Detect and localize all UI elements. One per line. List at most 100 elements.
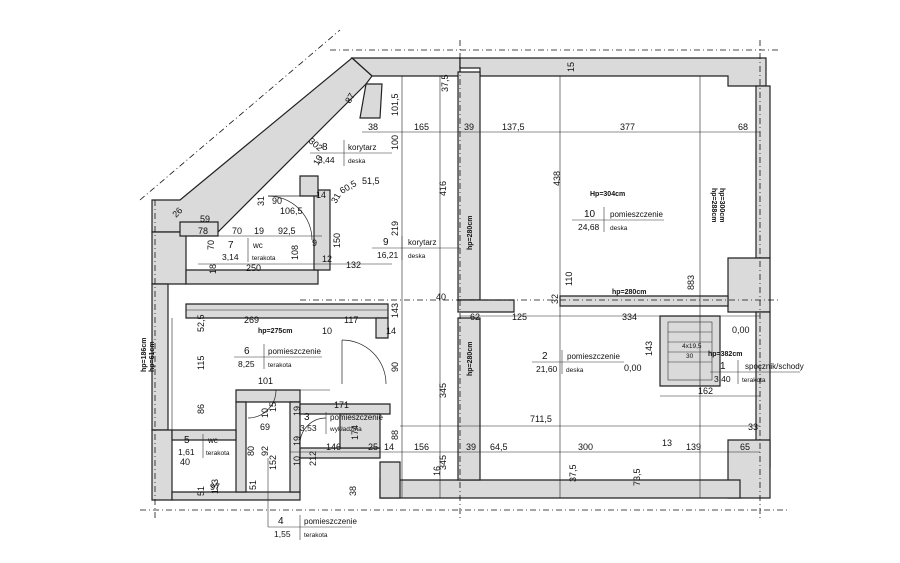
room-label-1: 1 spocznik/schody 3,40 terakota bbox=[710, 360, 804, 384]
svg-text:spocznik/schody: spocznik/schody bbox=[745, 362, 804, 371]
svg-text:1,55: 1,55 bbox=[274, 529, 291, 539]
svg-text:14: 14 bbox=[316, 190, 326, 200]
svg-text:14: 14 bbox=[386, 326, 396, 336]
svg-text:4: 4 bbox=[278, 516, 284, 527]
height-labels: Hp=304cm hp=280cm hp=280cm hp=280cm hp=2… bbox=[141, 188, 742, 376]
svg-text:40: 40 bbox=[436, 292, 446, 302]
svg-text:106,5: 106,5 bbox=[280, 206, 303, 216]
svg-text:212: 212 bbox=[308, 451, 318, 466]
svg-text:334: 334 bbox=[622, 312, 637, 322]
svg-text:pomieszczenie: pomieszczenie bbox=[304, 517, 357, 526]
svg-text:64,5: 64,5 bbox=[490, 442, 508, 452]
height-280-mid: hp=280cm bbox=[612, 289, 646, 296]
svg-text:10: 10 bbox=[260, 408, 270, 418]
svg-text:300: 300 bbox=[578, 442, 593, 452]
svg-text:156: 156 bbox=[414, 442, 429, 452]
svg-text:3,44: 3,44 bbox=[318, 155, 335, 165]
svg-text:38: 38 bbox=[348, 486, 358, 496]
svg-text:deska: deska bbox=[610, 225, 628, 232]
svg-text:174: 174 bbox=[350, 425, 360, 440]
svg-text:10: 10 bbox=[311, 153, 325, 167]
svg-text:78: 78 bbox=[198, 226, 208, 236]
svg-text:terakota: terakota bbox=[268, 362, 292, 369]
svg-text:883: 883 bbox=[686, 275, 696, 290]
svg-text:73,5: 73,5 bbox=[632, 468, 642, 486]
svg-text:24,68: 24,68 bbox=[578, 222, 600, 232]
room-label-7: 7 wc 3,14 terakota bbox=[222, 238, 276, 262]
svg-text:110: 110 bbox=[564, 272, 574, 286]
svg-text:90: 90 bbox=[390, 362, 400, 372]
height-186: hp=186cm bbox=[141, 338, 148, 372]
svg-text:87: 87 bbox=[343, 91, 357, 105]
svg-text:146: 146 bbox=[326, 442, 341, 452]
svg-text:3,40: 3,40 bbox=[714, 374, 731, 384]
svg-text:8,25: 8,25 bbox=[238, 359, 255, 369]
svg-text:9: 9 bbox=[312, 238, 317, 248]
svg-text:18: 18 bbox=[208, 264, 218, 274]
svg-text:wykładzina: wykładzina bbox=[329, 426, 362, 433]
height-275: hp=275cm bbox=[258, 328, 292, 335]
svg-text:125: 125 bbox=[512, 312, 527, 322]
svg-text:162: 162 bbox=[698, 386, 713, 396]
height-288: hp=288cm bbox=[710, 188, 717, 222]
svg-text:345: 345 bbox=[438, 455, 448, 470]
svg-text:62: 62 bbox=[470, 312, 480, 322]
svg-text:143: 143 bbox=[644, 341, 654, 356]
svg-text:6: 6 bbox=[244, 346, 250, 357]
svg-text:19: 19 bbox=[292, 436, 302, 446]
svg-text:133: 133 bbox=[210, 479, 220, 494]
svg-text:137,5: 137,5 bbox=[502, 122, 525, 132]
svg-text:39: 39 bbox=[466, 442, 476, 452]
svg-text:1: 1 bbox=[720, 361, 726, 372]
svg-text:152: 152 bbox=[268, 455, 278, 470]
svg-text:0,00: 0,00 bbox=[624, 363, 642, 373]
svg-text:711,5: 711,5 bbox=[530, 414, 552, 424]
stair: 4x19,5 30 bbox=[667, 321, 713, 381]
svg-text:101,5: 101,5 bbox=[390, 93, 400, 116]
room-label-6: 6 pomieszczenie 8,25 terakota bbox=[234, 344, 322, 369]
svg-text:19: 19 bbox=[254, 226, 264, 236]
svg-text:70: 70 bbox=[232, 226, 242, 236]
svg-text:19: 19 bbox=[292, 406, 302, 416]
svg-text:terakota: terakota bbox=[206, 450, 230, 457]
svg-text:wc: wc bbox=[207, 436, 218, 445]
svg-text:92: 92 bbox=[260, 446, 270, 456]
svg-text:115: 115 bbox=[196, 356, 206, 370]
svg-text:0,00: 0,00 bbox=[732, 325, 750, 335]
height-280-lower: hp=280cm bbox=[467, 342, 474, 376]
height-61: hp=61cm bbox=[149, 341, 156, 372]
svg-text:wc: wc bbox=[252, 241, 263, 250]
svg-text:deska: deska bbox=[348, 158, 366, 165]
svg-text:2: 2 bbox=[542, 351, 548, 362]
svg-text:51,5: 51,5 bbox=[362, 176, 380, 186]
svg-text:219: 219 bbox=[390, 221, 400, 236]
svg-text:80: 80 bbox=[246, 446, 256, 456]
room-label-5: 5 wc 1,61 terakota bbox=[178, 434, 230, 458]
svg-text:10: 10 bbox=[292, 456, 302, 466]
svg-text:100: 100 bbox=[390, 135, 400, 150]
svg-text:139: 139 bbox=[686, 442, 701, 452]
svg-text:143: 143 bbox=[390, 303, 400, 318]
svg-text:10: 10 bbox=[584, 209, 596, 220]
walls bbox=[151, 57, 771, 501]
svg-text:16: 16 bbox=[432, 466, 442, 476]
room-label-2: 2 pomieszczenie 21,60 deska bbox=[532, 350, 624, 374]
svg-text:12: 12 bbox=[322, 254, 332, 264]
room-label-3: 3 pomieszczenie 3,53 wykładzina bbox=[300, 412, 383, 434]
svg-text:438: 438 bbox=[552, 171, 562, 186]
svg-text:pomieszczenie: pomieszczenie bbox=[567, 352, 620, 361]
svg-text:97: 97 bbox=[210, 482, 220, 492]
svg-text:92,5: 92,5 bbox=[278, 226, 296, 236]
svg-text:14: 14 bbox=[384, 442, 394, 452]
room-label-4: 4 pomieszczenie 1,55 terakota bbox=[267, 458, 357, 540]
svg-text:150: 150 bbox=[332, 233, 342, 248]
svg-text:377: 377 bbox=[620, 122, 635, 132]
svg-text:171: 171 bbox=[334, 400, 349, 410]
svg-text:3,14: 3,14 bbox=[222, 252, 239, 262]
svg-text:51: 51 bbox=[248, 480, 258, 490]
stair-label: 4x19,5 bbox=[682, 343, 702, 350]
svg-text:108: 108 bbox=[290, 245, 300, 260]
svg-text:40: 40 bbox=[180, 457, 190, 467]
svg-text:69: 69 bbox=[260, 422, 270, 432]
